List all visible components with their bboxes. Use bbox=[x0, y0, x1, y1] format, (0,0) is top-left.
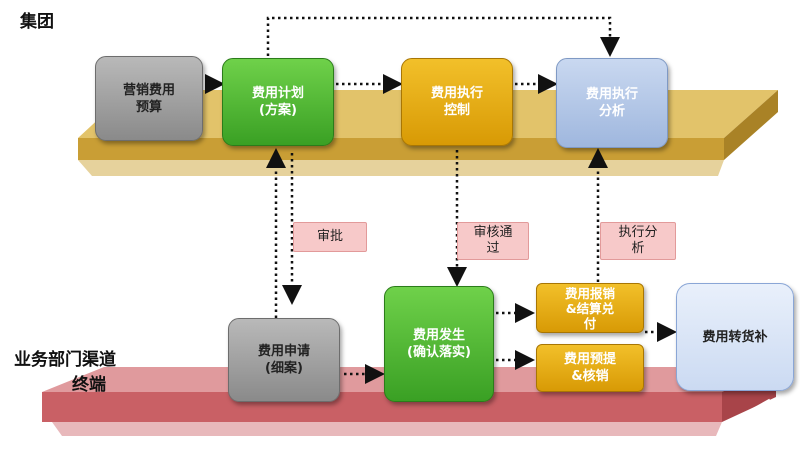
accrue-box: 费用预提 &核销 bbox=[536, 344, 644, 392]
budget-box: 营销费用 预算 bbox=[95, 56, 203, 141]
arrow-plan-analysis bbox=[266, 16, 620, 57]
control-box-text: 费用执行 控制 bbox=[430, 86, 483, 118]
budget-box-text: 营销费用 预算 bbox=[122, 82, 175, 115]
group-label: 集团 bbox=[20, 12, 54, 32]
control-box: 费用执行 控制 bbox=[401, 58, 513, 146]
terminal-label: 终端 bbox=[72, 375, 106, 395]
connectors bbox=[205, 16, 677, 384]
transfer-box: 费用转货补 bbox=[676, 283, 794, 391]
approve-tag: 审批 bbox=[293, 222, 367, 252]
analysis-box: 费用执行 分析 bbox=[556, 58, 668, 148]
plan-box: 费用计划 (方案) bbox=[222, 58, 334, 146]
occur-box-text: 费用发生 (确认落实) bbox=[407, 328, 471, 360]
analysis-box-text: 费用执行 分析 bbox=[585, 87, 638, 119]
apply-box: 费用申请 (细案) bbox=[228, 318, 340, 402]
audit-pass-tag: 审核通 过 bbox=[457, 222, 529, 260]
exec-analysis-tag: 执行分 析 bbox=[600, 222, 676, 260]
apply-box-text: 费用申请 (细案) bbox=[257, 344, 310, 376]
transfer-box-text: 费用转货补 bbox=[702, 329, 768, 345]
accrue-box-text: 费用预提 &核销 bbox=[563, 352, 616, 384]
channel-label: 业务部门渠道 bbox=[14, 350, 116, 370]
settle-box-text: 费用报销 &结算兑 付 bbox=[564, 285, 615, 331]
settle-box: 费用报销 &结算兑 付 bbox=[536, 283, 644, 333]
plan-box-text: 费用计划 (方案) bbox=[251, 86, 304, 118]
occur-box: 费用发生 (确认落实) bbox=[384, 286, 494, 402]
